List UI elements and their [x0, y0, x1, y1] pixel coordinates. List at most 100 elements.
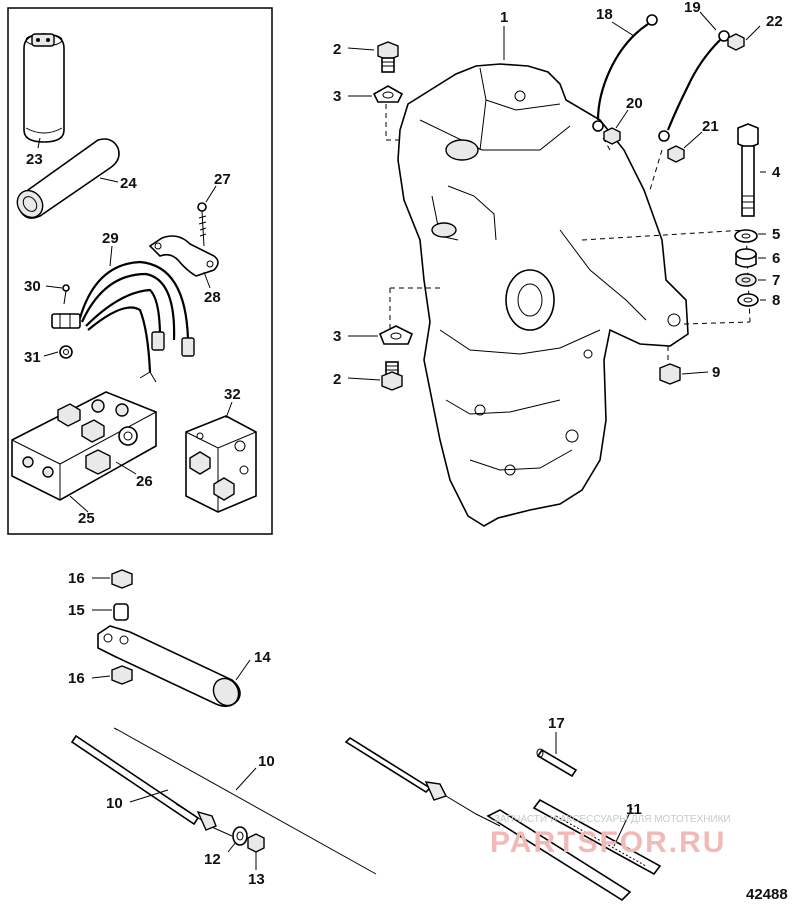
inset-frame: [7, 7, 273, 535]
callout-27: 27: [214, 171, 231, 188]
part-22-nut[interactable]: [727, 33, 745, 51]
callout-2-top: 2: [333, 41, 341, 58]
callout-16-top: 16: [68, 570, 85, 587]
part-23-pump[interactable]: [23, 33, 65, 143]
part-12-washer[interactable]: [232, 826, 248, 846]
part-15-pin[interactable]: [113, 603, 129, 621]
part-20-nut[interactable]: [603, 127, 621, 145]
part-8-washer[interactable]: [737, 293, 759, 307]
leader-line: [37, 137, 41, 149]
callout-22: 22: [766, 13, 783, 30]
leader-line: [99, 177, 119, 183]
part-2-bolt-top[interactable]: [377, 41, 399, 73]
part-27-screw[interactable]: [197, 202, 207, 247]
callout-8: 8: [772, 292, 780, 309]
callout-2-bottom: 2: [333, 371, 341, 388]
leader-line: [115, 461, 137, 475]
callout-13: 13: [248, 871, 265, 888]
part-13-nut[interactable]: [247, 833, 265, 853]
leader-line: [615, 109, 629, 129]
callout-15: 15: [68, 602, 85, 619]
leader-line: [91, 675, 111, 679]
leader-line: [69, 495, 89, 513]
part-31-terminal[interactable]: [59, 345, 73, 359]
leader-line: [225, 401, 233, 419]
callout-23: 23: [26, 151, 43, 168]
steering-cable-assembly[interactable]: [344, 736, 632, 902]
callout-11: 11: [626, 801, 642, 818]
leader-line: [203, 271, 211, 289]
callout-3-bottom: 3: [333, 328, 341, 345]
part-5-washer[interactable]: [734, 229, 758, 243]
part-10-rod[interactable]: [70, 734, 233, 837]
callout-17: 17: [548, 715, 565, 732]
part-3-lock-tab-top[interactable]: [372, 85, 404, 103]
part-4-long-bolt[interactable]: [737, 123, 759, 217]
callout-32: 32: [224, 386, 241, 403]
part-29-wire-harness[interactable]: [51, 260, 195, 383]
assembly-line: [649, 149, 663, 191]
part-1-transom-bracket[interactable]: [397, 63, 689, 527]
leader-line: [43, 351, 59, 357]
part-17-pin[interactable]: [536, 748, 578, 778]
part-10-inner-cable[interactable]: [113, 727, 377, 875]
callout-20: 20: [626, 95, 643, 112]
figure-number: 42488: [746, 886, 788, 903]
leader-line: [681, 371, 709, 375]
assembly-line: [385, 104, 402, 141]
part-6-spacer[interactable]: [735, 248, 757, 268]
leader-line: [227, 841, 237, 853]
callout-30: 30: [24, 278, 41, 295]
leader-line: [613, 807, 633, 847]
leader-line: [347, 47, 375, 51]
callout-4: 4: [772, 164, 781, 181]
callout-9: 9: [712, 364, 720, 381]
callout-19: 19: [684, 0, 701, 16]
leader-line: [235, 767, 257, 791]
callout-1: 1: [500, 9, 508, 26]
part-19-ground-strap[interactable]: [658, 30, 730, 142]
callout-31: 31: [24, 349, 41, 366]
leader-line: [235, 659, 251, 681]
callout-25: 25: [78, 510, 95, 527]
part-32-manifold[interactable]: [185, 415, 257, 513]
callout-21: 21: [702, 118, 719, 135]
part-16-fitting-bottom[interactable]: [111, 665, 133, 685]
callout-3-top: 3: [333, 88, 341, 105]
part-9-nut[interactable]: [659, 363, 681, 385]
callout-18: 18: [596, 6, 613, 23]
callout-16-bottom: 16: [68, 670, 85, 687]
callout-26: 26: [136, 473, 153, 490]
callout-28: 28: [204, 289, 221, 306]
part-21-nut[interactable]: [667, 145, 685, 163]
callout-24: 24: [120, 175, 137, 192]
leader-line: [129, 789, 169, 803]
watermark-tagline: ЗАПЧАСТИ И АКСЕССУАРЫ ДЛЯ МОТОТЕХНИКИ: [494, 814, 731, 825]
callout-10-rod: 10: [106, 795, 123, 812]
callout-6: 6: [772, 250, 780, 267]
part-11-shaft[interactable]: [532, 798, 662, 876]
part-30-screw[interactable]: [62, 284, 70, 305]
callout-29: 29: [102, 230, 119, 247]
part-26-fitting[interactable]: [85, 426, 138, 475]
leader-line: [745, 25, 761, 41]
leader-line: [611, 21, 635, 37]
leader-line: [205, 185, 217, 203]
part-24-sleeve[interactable]: [12, 138, 120, 222]
callout-10-cable: 10: [258, 753, 275, 770]
leader-line: [683, 131, 703, 149]
leader-line: [699, 11, 717, 31]
part-3-lock-tab-bottom[interactable]: [378, 325, 414, 345]
leader-line: [347, 377, 381, 381]
part-28-clamp[interactable]: [148, 235, 219, 277]
callout-7: 7: [772, 272, 780, 289]
callout-5: 5: [772, 226, 780, 243]
part-25-valve-block[interactable]: [11, 391, 157, 501]
part-7-washer[interactable]: [735, 273, 757, 287]
part-16-fitting-top[interactable]: [111, 569, 133, 589]
assembly-line: [683, 321, 751, 325]
part-2-bolt-bottom[interactable]: [381, 361, 403, 391]
part-18-ground-strap[interactable]: [592, 14, 658, 132]
part-14-tube[interactable]: [97, 625, 243, 710]
